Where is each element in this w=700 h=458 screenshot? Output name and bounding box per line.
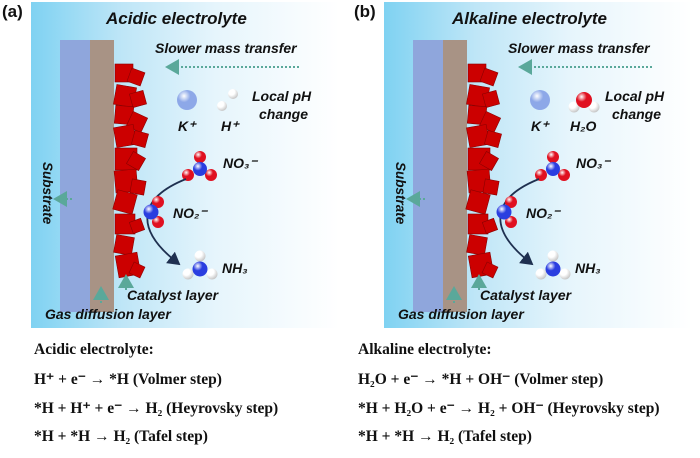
oxygen-atom xyxy=(558,169,570,181)
nitrite-label: NO₂⁻ xyxy=(526,205,560,221)
panel-label: (a) xyxy=(2,2,23,21)
hydrogen-atom xyxy=(194,250,206,262)
catalyst-particle xyxy=(481,217,499,235)
catalyst-particle xyxy=(466,234,488,256)
nitrogen-atom xyxy=(143,204,159,220)
catalyst-particle xyxy=(131,130,149,148)
oxygen-atom xyxy=(152,216,164,228)
potassium-ion xyxy=(177,90,197,110)
equations-heading: Alkaline electrolyte: xyxy=(358,341,492,358)
catalyst-particle xyxy=(481,261,499,279)
oxygen-atom xyxy=(535,169,547,181)
hydrogen-atom xyxy=(535,268,547,280)
catalyst-particle xyxy=(465,189,491,215)
ammonia-label: NH₃ xyxy=(575,260,601,276)
volmer-step-equation: H⁺ + e⁻ → *H (Volmer step) xyxy=(34,371,222,388)
catalyst-particle xyxy=(482,178,500,196)
potassium-ion xyxy=(530,90,550,110)
nitrogen-atom xyxy=(192,261,208,277)
hydrogen-atom xyxy=(547,250,559,262)
catalyst-particle xyxy=(129,90,147,108)
catalyst-particle xyxy=(479,67,499,87)
tafel-step-equation: *H + *H → H₂ (Tafel step) xyxy=(358,428,532,445)
gas-diffusion-layer-label: Gas diffusion layer xyxy=(45,306,171,322)
water-label: H₂O xyxy=(570,118,597,134)
gas-diffusion-layer-label: Gas diffusion layer xyxy=(398,306,524,322)
water-oxygen-atom xyxy=(576,92,592,108)
nitrate-label: NO₃⁻ xyxy=(223,155,257,171)
proton-label: H⁺ xyxy=(221,118,239,134)
reaction-equations: Acidic electrolyte: H⁺ + e⁻ → *H (Volmer… xyxy=(34,341,278,456)
potassium-ion-label: K⁺ xyxy=(178,118,196,134)
oxygen-atom xyxy=(205,169,217,181)
catalyst-layer-label: Catalyst layer xyxy=(480,287,572,303)
nitrogen-atom xyxy=(193,162,207,176)
substrate-layer xyxy=(413,40,443,312)
catalyst-particle xyxy=(112,189,138,215)
local-ph-label-line1: Local pH xyxy=(605,88,665,104)
potassium-ion-label: K⁺ xyxy=(531,118,549,134)
electrolyte-title: Acidic electrolyte xyxy=(106,9,247,28)
ammonia-label: NH₃ xyxy=(222,260,248,276)
oxygen-atom xyxy=(182,169,194,181)
hydrogen-atom xyxy=(559,268,571,280)
proton-atom xyxy=(228,89,238,99)
catalyst-particle xyxy=(128,261,146,279)
catalyst-particle xyxy=(126,67,146,87)
mass-transfer-label: Slower mass transfer xyxy=(508,40,650,56)
oxygen-atom xyxy=(505,216,517,228)
electrode-scene: Acidic electrolyte Slower mass transfer … xyxy=(31,2,339,328)
nitrogen-atom xyxy=(496,204,512,220)
oxygen-atom xyxy=(547,151,559,163)
substrate-layer xyxy=(60,40,90,312)
nitrogen-atom xyxy=(545,261,561,277)
water-hydrogen-atom xyxy=(588,101,600,113)
substrate-label: Substrate xyxy=(393,162,408,225)
proton-atom xyxy=(217,101,227,111)
catalyst-particle xyxy=(113,234,135,256)
local-ph-label-line1: Local pH xyxy=(252,88,312,104)
local-ph-label-line2: change xyxy=(259,106,309,122)
panel-b-alkaline: (b) Alkaline electrolyte Slower mass tra… xyxy=(350,0,700,458)
volmer-step-equation: H₂O + e⁻ → *H + OH⁻ (Volmer step) xyxy=(358,371,604,388)
catalyst-layer-label: Catalyst layer xyxy=(127,287,219,303)
nitrite-label: NO₂⁻ xyxy=(173,205,207,221)
hydrogen-atom xyxy=(182,268,194,280)
gas-diffusion-layer xyxy=(90,40,114,312)
oxygen-atom xyxy=(152,196,164,208)
reaction-equations: Alkaline electrolyte: H₂O + e⁻ → *H + OH… xyxy=(358,341,660,456)
catalyst-particle xyxy=(479,151,499,171)
heyrovsky-step-equation: *H + H⁺ + e⁻ → H₂ (Heyrovsky step) xyxy=(34,400,279,417)
equations-heading: Acidic electrolyte: xyxy=(34,341,154,358)
catalyst-particle xyxy=(482,90,500,108)
electrode-scene: Alkaline electrolyte Slower mass transfe… xyxy=(384,2,692,328)
catalyst-particle xyxy=(128,217,146,235)
catalyst-particle xyxy=(129,178,147,196)
catalyst-particle xyxy=(126,151,146,171)
panel-a-acidic: (a) Acidic electrolyte Slower mass trans… xyxy=(2,2,339,456)
nitrogen-atom xyxy=(546,162,560,176)
local-ph-label-line2: change xyxy=(612,106,662,122)
water-hydrogen-atom xyxy=(568,101,580,113)
substrate-label: Substrate xyxy=(40,162,55,225)
nitrate-label: NO₃⁻ xyxy=(576,155,610,171)
hydrogen-atom xyxy=(206,268,218,280)
electrolyte-title: Alkaline electrolyte xyxy=(452,9,607,28)
catalyst-particle xyxy=(484,130,502,148)
tafel-step-equation: *H + *H → H₂ (Tafel step) xyxy=(34,428,208,445)
heyrovsky-step-equation: *H + H₂O + e⁻ → H₂ + OH⁻ (Heyrovsky step… xyxy=(358,400,660,417)
oxygen-atom xyxy=(505,196,517,208)
electrode-illustration xyxy=(53,40,299,312)
oxygen-atom xyxy=(194,151,206,163)
panel-label: (b) xyxy=(354,2,376,21)
mass-transfer-label: Slower mass transfer xyxy=(155,40,297,56)
electrode-illustration xyxy=(406,40,652,312)
gas-diffusion-layer xyxy=(443,40,467,312)
